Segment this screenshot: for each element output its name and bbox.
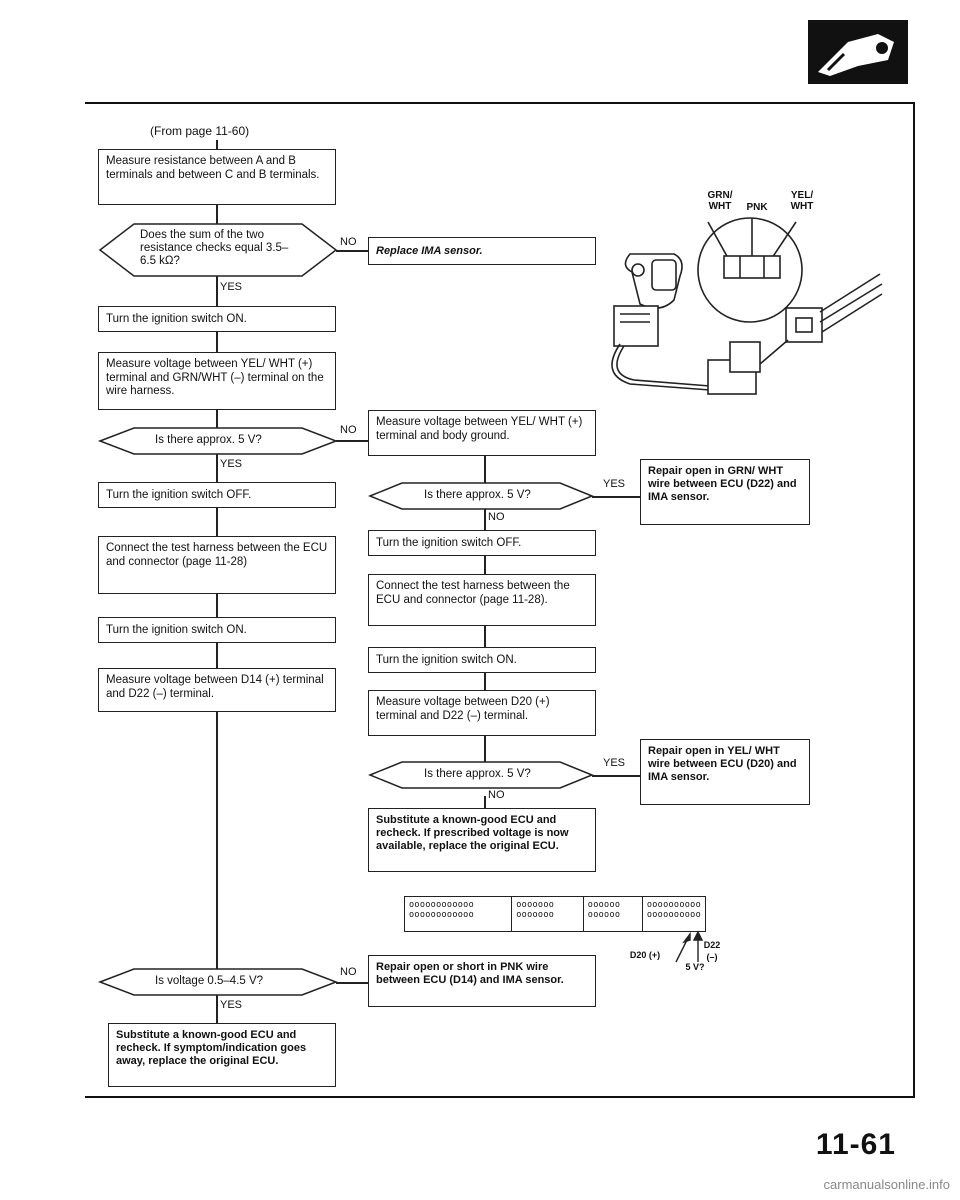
mid-decision-q1-text: Is there approx. 5 V? — [424, 489, 531, 501]
step-measure-d14-d22: Measure voltage between D14 (+) terminal… — [98, 668, 336, 712]
d22-label: D22 — [703, 940, 721, 950]
mid-q2-yes-label: YES — [603, 757, 626, 769]
decision-q1-text: Does the sum of the two resistance check… — [140, 229, 289, 267]
ima-sensor-icon — [611, 217, 883, 395]
q1-no-label: NO — [340, 236, 357, 248]
mid-q1-yes-connector — [592, 496, 642, 498]
q1-yes-label: YES — [220, 281, 243, 293]
step-connect-harness-1: Connect the test harness between the ECU… — [98, 536, 336, 594]
page-number: 11-61 — [815, 1128, 896, 1161]
q2-no-connector — [336, 440, 370, 442]
watermark: carmanualsonline.info — [823, 1177, 950, 1192]
probe-arrows-icon — [675, 930, 704, 963]
mid-q2-yes-connector — [592, 775, 642, 777]
q2-no-label: NO — [340, 424, 357, 436]
decision-q2-text: Is there approx. 5 V? — [155, 434, 262, 446]
mid-substitute-ecu: Substitute a known-good ECU and recheck.… — [368, 808, 596, 872]
mid-decision-q2-text: Is there approx. 5 V? — [424, 768, 531, 780]
step-ignition-on-1: Turn the ignition switch ON. — [98, 306, 336, 332]
mid-step-connect-harness: Connect the test harness between the ECU… — [368, 574, 596, 626]
mid-q1-yes-label: YES — [603, 478, 626, 490]
mid-step-measure-yel-ground: Measure voltage between YEL/ WHT (+) ter… — [368, 410, 596, 456]
action-replace-ima: Replace IMA sensor. — [368, 237, 596, 265]
mid-q2-no-label: NO — [488, 789, 505, 801]
repair-grn-wht-wire: Repair open in GRN/ WHT wire between ECU… — [640, 459, 810, 525]
d22-minus-label: (–) — [706, 952, 718, 962]
q3-yes-label: YES — [220, 999, 243, 1011]
top-rule — [85, 102, 915, 104]
left-spine — [216, 140, 218, 1050]
q3-no-connector — [336, 982, 370, 984]
step-ignition-off-1: Turn the ignition switch OFF. — [98, 482, 336, 508]
five-volts-label: 5 V? — [685, 962, 705, 972]
q2-yes-label: YES — [220, 458, 243, 470]
step-measure-yel-grn: Measure voltage between YEL/ WHT (+) ter… — [98, 352, 336, 410]
mid-q1-no-label: NO — [488, 511, 505, 523]
mid-step-ignition-off: Turn the ignition switch OFF. — [368, 530, 596, 556]
right-rule — [913, 102, 915, 1098]
q1-no-connector — [336, 250, 370, 252]
wire-label-grn-wht: GRN/ WHT — [707, 190, 733, 212]
wire-label-yel-wht: YEL/ WHT — [790, 190, 814, 212]
bottom-rule — [85, 1096, 915, 1098]
repair-pnk-wire: Repair open or short in PNK wire between… — [368, 955, 596, 1007]
final-substitute-ecu-left: Substitute a known-good ECU and recheck.… — [108, 1023, 336, 1087]
wire-label-pnk: PNK — [746, 202, 768, 213]
decision-q3-text: Is voltage 0.5–4.5 V? — [155, 975, 264, 987]
repair-yel-wht-wire: Repair open in YEL/ WHT wire between ECU… — [640, 739, 810, 805]
mid-step-measure-d20-d22: Measure voltage between D20 (+) terminal… — [368, 690, 596, 736]
from-page-label: (From page 11-60) — [150, 124, 250, 138]
header-logo-icon — [808, 20, 908, 84]
mid-step-ignition-on: Turn the ignition switch ON. — [368, 647, 596, 673]
q3-no-label: NO — [340, 966, 357, 978]
step-ignition-on-2: Turn the ignition switch ON. — [98, 617, 336, 643]
step-measure-resistance: Measure resistance between A and B termi… — [98, 149, 336, 205]
d20-plus-label: D20 (+) — [629, 950, 661, 960]
